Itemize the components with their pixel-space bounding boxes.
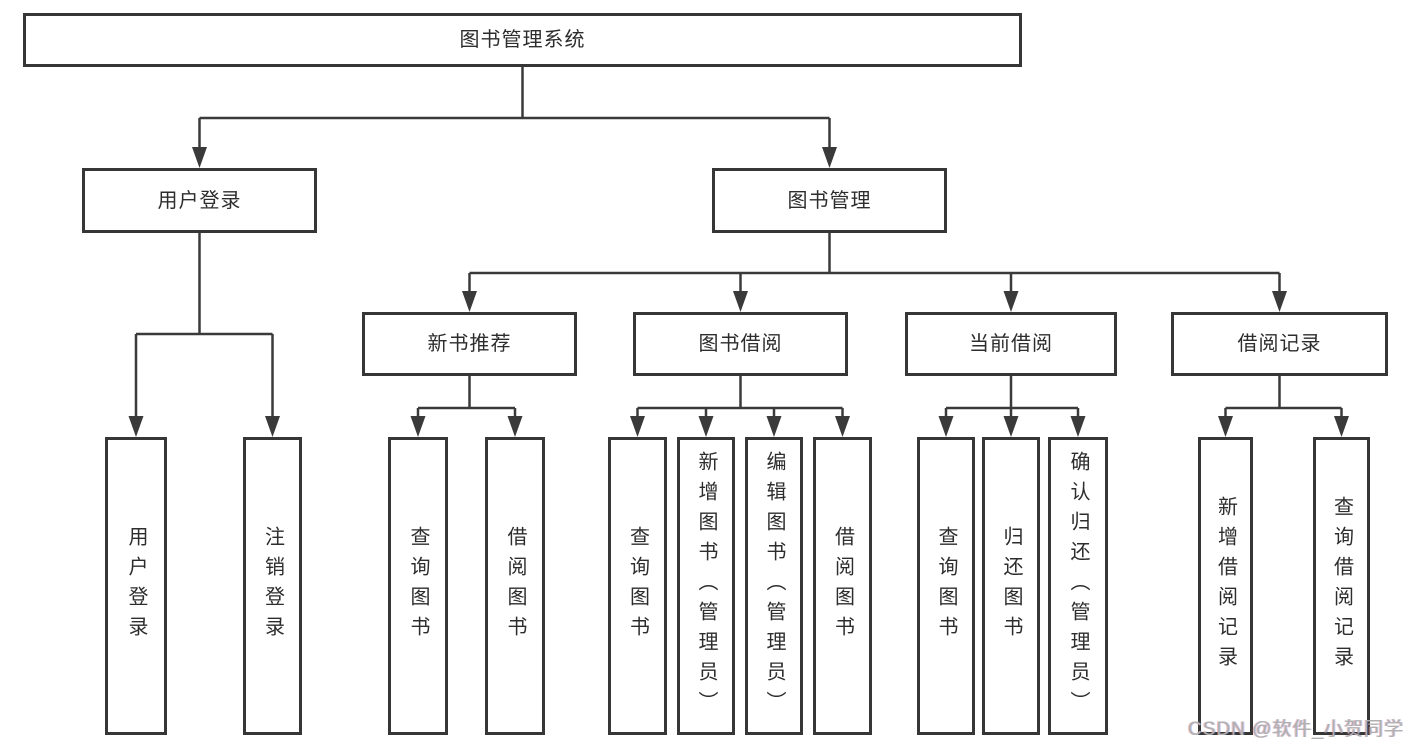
- node-new-book-rec: 新书推荐: [362, 312, 577, 376]
- node-leaf-user-login: 用户登录: [105, 437, 167, 735]
- node-label-leaf-user-login: 用户登录: [125, 526, 147, 646]
- node-leaf-return-books: 归还图书: [982, 437, 1040, 735]
- node-label-book-borrow: 图书借阅: [698, 333, 783, 355]
- node-leaf-confirm-return: 确认归还（管理员）: [1048, 437, 1108, 735]
- node-leaf-add-borrow-record: 新增借阅记录: [1198, 437, 1253, 735]
- node-borrow-records: 借阅记录: [1171, 312, 1388, 376]
- node-label-current-borrow: 当前借阅: [969, 333, 1053, 355]
- node-leaf-edit-books: 编辑图书（管理员）: [745, 437, 803, 735]
- node-label-user-login: 用户登录: [157, 189, 242, 212]
- node-label-leaf-edit-books: 编辑图书（管理员）: [763, 451, 785, 721]
- node-label-leaf-borrow-books-rec: 借阅图书: [504, 526, 526, 646]
- node-label-leaf-confirm-return: 确认归还（管理员）: [1067, 451, 1089, 721]
- node-label-leaf-query-books-borrow: 查询图书: [626, 526, 649, 646]
- node-label-leaf-query-books-rec: 查询图书: [407, 526, 429, 646]
- node-label-leaf-borrow-books: 借阅图书: [831, 526, 854, 646]
- node-label-leaf-return-books: 归还图书: [1000, 526, 1022, 646]
- node-leaf-query-borrow-record: 查询借阅记录: [1313, 437, 1370, 735]
- node-label-leaf-add-borrow-record: 新增借阅记录: [1214, 496, 1237, 676]
- node-book-borrow: 图书借阅: [633, 312, 848, 376]
- node-label-leaf-query-books-current: 查询图书: [935, 526, 957, 646]
- node-leaf-borrow-books: 借阅图书: [813, 437, 872, 735]
- node-current-borrow: 当前借阅: [905, 312, 1117, 376]
- node-label-root: 图书管理系统: [459, 29, 586, 51]
- node-leaf-query-books-borrow: 查询图书: [608, 437, 667, 735]
- node-book-mgmt: 图书管理: [712, 168, 947, 233]
- node-label-new-book-rec: 新书推荐: [427, 333, 512, 355]
- node-leaf-query-books-rec: 查询图书: [388, 437, 448, 735]
- watermark: CSDN @软件_小贺同学: [1188, 719, 1404, 740]
- node-root: 图书管理系统: [23, 13, 1022, 67]
- node-label-leaf-add-books: 新增图书（管理员）: [695, 451, 717, 721]
- node-leaf-add-books: 新增图书（管理员）: [677, 437, 735, 735]
- node-label-borrow-records: 借阅记录: [1237, 333, 1322, 355]
- node-leaf-query-books-current: 查询图书: [917, 437, 975, 735]
- node-label-leaf-query-borrow-record: 查询借阅记录: [1330, 496, 1353, 676]
- node-leaf-borrow-books-rec: 借阅图书: [485, 437, 545, 735]
- node-label-leaf-logout: 注销登录: [261, 526, 284, 646]
- node-user-login: 用户登录: [82, 168, 317, 233]
- node-label-book-mgmt: 图书管理: [787, 189, 872, 212]
- node-leaf-logout: 注销登录: [243, 437, 302, 735]
